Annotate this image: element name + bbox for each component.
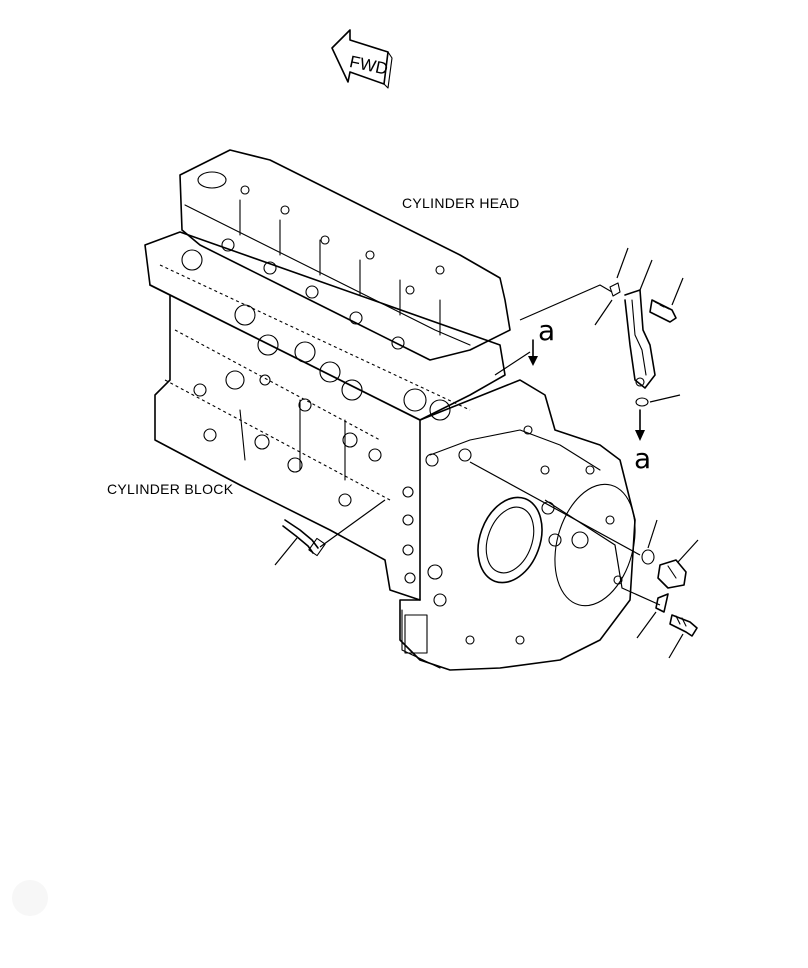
oil-tube-part [274, 499, 386, 566]
engine-assembly [144, 149, 636, 671]
fwd-label: FWD [348, 52, 390, 79]
upper-parts-group [494, 247, 684, 407]
lower-parts-group [469, 461, 699, 659]
scan-artifact [12, 880, 48, 916]
view-a-arrow-top: a [528, 314, 555, 366]
view-a-label-top: a [538, 314, 555, 347]
oil-filler-cap [197, 171, 227, 189]
view-a-label-bottom: a [634, 442, 651, 475]
view-a-arrow-bottom: a [634, 409, 651, 475]
forward-direction-arrow: FWD [331, 29, 393, 89]
cylinder-block-label: CYLINDER BLOCK [107, 481, 234, 497]
cylinder-head-label: CYLINDER HEAD [402, 195, 519, 211]
